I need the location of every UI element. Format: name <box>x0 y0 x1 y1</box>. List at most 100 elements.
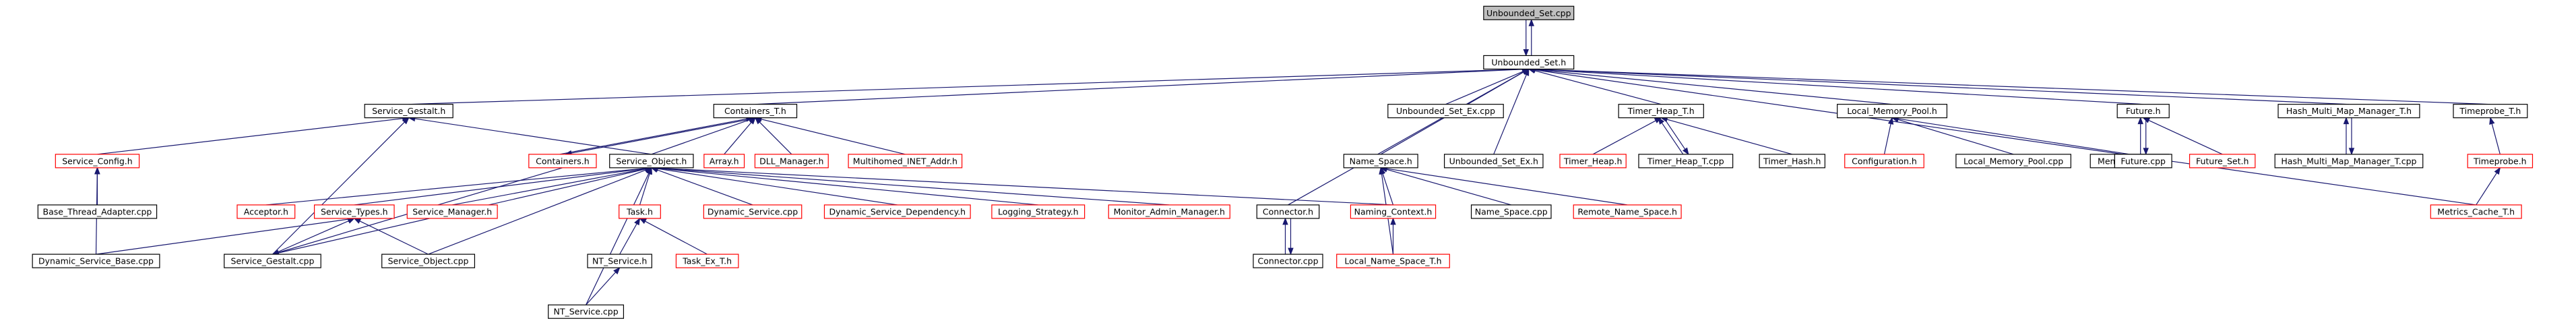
file-node-service-gestalt-cpp[interactable]: Service_Gestalt.cpp <box>224 254 321 268</box>
arrowhead-icon <box>94 167 100 175</box>
file-node-service-types-h[interactable]: Service_Types.h <box>313 204 395 219</box>
edge-line <box>1528 68 1662 105</box>
file-node-label: Timer_Heap_T.h <box>1627 106 1695 116</box>
edge-name_space_cpp-to-name_space_h <box>1379 167 1511 206</box>
edge-service_gestalt_cpp-to-service_gestalt_h <box>272 117 410 255</box>
file-node-connector-cpp[interactable]: Connector.cpp <box>1253 254 1323 268</box>
file-node-local-memory-pool-cpp[interactable]: Local_Memory_Pool.cpp <box>1955 154 2071 169</box>
edge-line <box>272 218 355 255</box>
file-node-local-memory-pool-h[interactable]: Local_Memory_Pool.h <box>1837 104 1947 119</box>
file-node-connector-h[interactable]: Connector.h <box>1256 204 1320 219</box>
file-node-label: Dynamic_Service.cpp <box>708 206 798 216</box>
edge-line <box>1528 68 2349 105</box>
file-node-nt-service-h[interactable]: NT_Service.h <box>587 254 652 268</box>
file-node-box <box>237 204 296 219</box>
edge-line <box>428 167 652 255</box>
file-node-hash-multi-map-manager-t-cpp[interactable]: Hash_Multi_Map_Manager_T.cpp <box>2274 154 2424 169</box>
edge-line <box>1528 68 2143 105</box>
edge-service_config_h-to-service_gestalt_h <box>97 115 410 155</box>
file-node-unbounded-set-h[interactable]: Unbounded_Set.h <box>1483 55 1575 70</box>
edge-line <box>755 68 1529 105</box>
arrowhead-icon <box>2142 117 2151 123</box>
file-node-multihomed-inet-addr-h[interactable]: Multihomed_INET_Addr.h <box>848 154 963 169</box>
edge-line <box>1663 117 1689 155</box>
file-node-metrics-cache-t-h[interactable]: Metrics_Cache_T.h <box>2430 204 2522 219</box>
file-node-service-object-h[interactable]: Service_Object.h <box>609 154 694 169</box>
edge-timer_hash_h-to-timer_heap_t_h <box>1660 117 1792 155</box>
file-node-timer-hash-h[interactable]: Timer_Hash.h <box>1759 154 1825 169</box>
file-node-containers-t-h[interactable]: Containers_T.h <box>713 104 798 119</box>
file-node-label: DLL_Manager.h <box>759 156 823 166</box>
file-node-timer-heap-h[interactable]: Timer_Heap.h <box>1559 154 1627 169</box>
file-node-name-space-h[interactable]: Name_Space.h <box>1343 154 1418 169</box>
arrowhead-icon <box>1887 117 1894 125</box>
edge-nt_service_h-to-task_h <box>619 217 641 255</box>
file-node-task-h[interactable]: Task.h <box>619 204 661 219</box>
node-layer: Unbounded_Set.cppUnbounded_Set.hService_… <box>32 5 2534 319</box>
file-node-service-config-h[interactable]: Service_Config.h <box>55 154 140 169</box>
arrowhead-icon <box>1288 247 1294 256</box>
file-node-future-h[interactable]: Future.h <box>2116 104 2170 119</box>
file-node-label: NT_Service.h <box>592 256 647 266</box>
file-node-monitor-admin-manager-h[interactable]: Monitor_Admin_Manager.h <box>1108 204 1230 219</box>
file-node-box <box>1759 154 1825 169</box>
file-node-service-object-cpp[interactable]: Service_Object.cpp <box>381 254 476 268</box>
file-node-remote-name-space-h[interactable]: Remote_Name_Space.h <box>1573 204 1682 219</box>
file-node-name-space-cpp[interactable]: Name_Space.cpp <box>1470 204 1552 219</box>
edge-line <box>651 167 1393 206</box>
file-node-label: Service_Config.h <box>62 156 132 166</box>
file-node-label: Timeprobe_T.h <box>2459 106 2521 116</box>
arrowhead-icon <box>1682 147 1689 155</box>
file-node-future-cpp[interactable]: Future.cpp <box>2114 154 2172 169</box>
file-node-unbounded-set-ex-cpp[interactable]: Unbounded_Set_Ex.cpp <box>1387 104 1504 119</box>
edge-line <box>1381 167 1511 206</box>
file-node-box <box>406 204 498 219</box>
file-node-dynamic-service-base-cpp[interactable]: Dynamic_Service_Base.cpp <box>32 254 160 268</box>
file-node-label: Multihomed_INET_Addr.h <box>853 156 957 166</box>
file-node-label: Unbounded_Set.h <box>1491 57 1566 67</box>
file-node-task-ex-t-h[interactable]: Task_Ex_T.h <box>675 254 739 268</box>
file-node-hash-multi-map-manager-t-h[interactable]: Hash_Multi_Map_Manager_T.h <box>2277 104 2420 119</box>
file-node-box <box>619 204 661 219</box>
file-node-box <box>1573 204 1682 219</box>
file-node-dynamic-service-cpp[interactable]: Dynamic_Service.cpp <box>703 204 803 219</box>
file-node-acceptor-h[interactable]: Acceptor.h <box>237 204 296 219</box>
file-node-array-h[interactable]: Array.h <box>703 154 745 169</box>
edge-line <box>651 117 756 155</box>
file-node-service-gestalt-h[interactable]: Service_Gestalt.h <box>364 104 453 119</box>
file-node-timer-heap-t-cpp[interactable]: Timer_Heap_T.cpp <box>1638 154 1734 169</box>
edge-line <box>408 68 1529 105</box>
file-node-box <box>2467 154 2534 169</box>
file-node-dynamic-service-dependency-h[interactable]: Dynamic_Service_Dependency.h <box>823 204 971 219</box>
file-node-label: Metrics_Cache_T.h <box>2437 206 2515 216</box>
file-node-unbounded-set-ex-h[interactable]: Unbounded_Set_Ex.h <box>1443 154 1544 169</box>
file-node-label: Connector.h <box>1263 206 1313 216</box>
file-node-box <box>1483 55 1575 70</box>
file-node-naming-context-h[interactable]: Naming_Context.h <box>1350 204 1437 219</box>
file-node-timer-heap-t-h[interactable]: Timer_Heap_T.h <box>1618 104 1704 119</box>
file-node-future-set-h[interactable]: Future_Set.h <box>2189 154 2256 169</box>
edge-line <box>1528 68 2476 206</box>
file-node-box <box>2453 104 2528 119</box>
file-node-configuration-h[interactable]: Configuration.h <box>1844 154 1924 169</box>
file-node-unbounded-set-cpp[interactable]: Unbounded_Set.cpp <box>1483 5 1575 20</box>
edge-timer_heap_h-to-timer_heap_t_h <box>1592 117 1662 155</box>
edge-line <box>1381 167 1628 206</box>
arrowhead-icon <box>2489 117 2495 125</box>
file-node-service-manager-h[interactable]: Service_Manager.h <box>406 204 498 219</box>
file-node-nt-service-cpp[interactable]: NT_Service.cpp <box>548 304 625 319</box>
arrowhead-icon <box>749 117 756 125</box>
file-node-containers-h[interactable]: Containers.h <box>528 154 597 169</box>
file-node-logging-strategy-h[interactable]: Logging_Strategy.h <box>991 204 1086 219</box>
file-node-dll-manager-h[interactable]: DLL_Manager.h <box>754 154 829 169</box>
edge-line <box>559 117 753 155</box>
file-node-timeprobe-h[interactable]: Timeprobe.h <box>2467 154 2534 169</box>
file-node-local-name-space-t-h[interactable]: Local_Name_Space_T.h <box>1336 254 1450 268</box>
file-node-label: Monitor_Admin_Manager.h <box>1114 206 1225 216</box>
file-node-box <box>1618 104 1704 119</box>
arrowhead-icon <box>1282 217 1288 225</box>
edge-line <box>651 167 753 206</box>
file-node-timeprobe-t-h[interactable]: Timeprobe_T.h <box>2453 104 2528 119</box>
file-node-base-thread-adapter-cpp[interactable]: Base_Thread_Adapter.cpp <box>37 204 158 219</box>
edge-local_memory_pool_h-to-unbounded_set_h <box>1528 67 1893 105</box>
